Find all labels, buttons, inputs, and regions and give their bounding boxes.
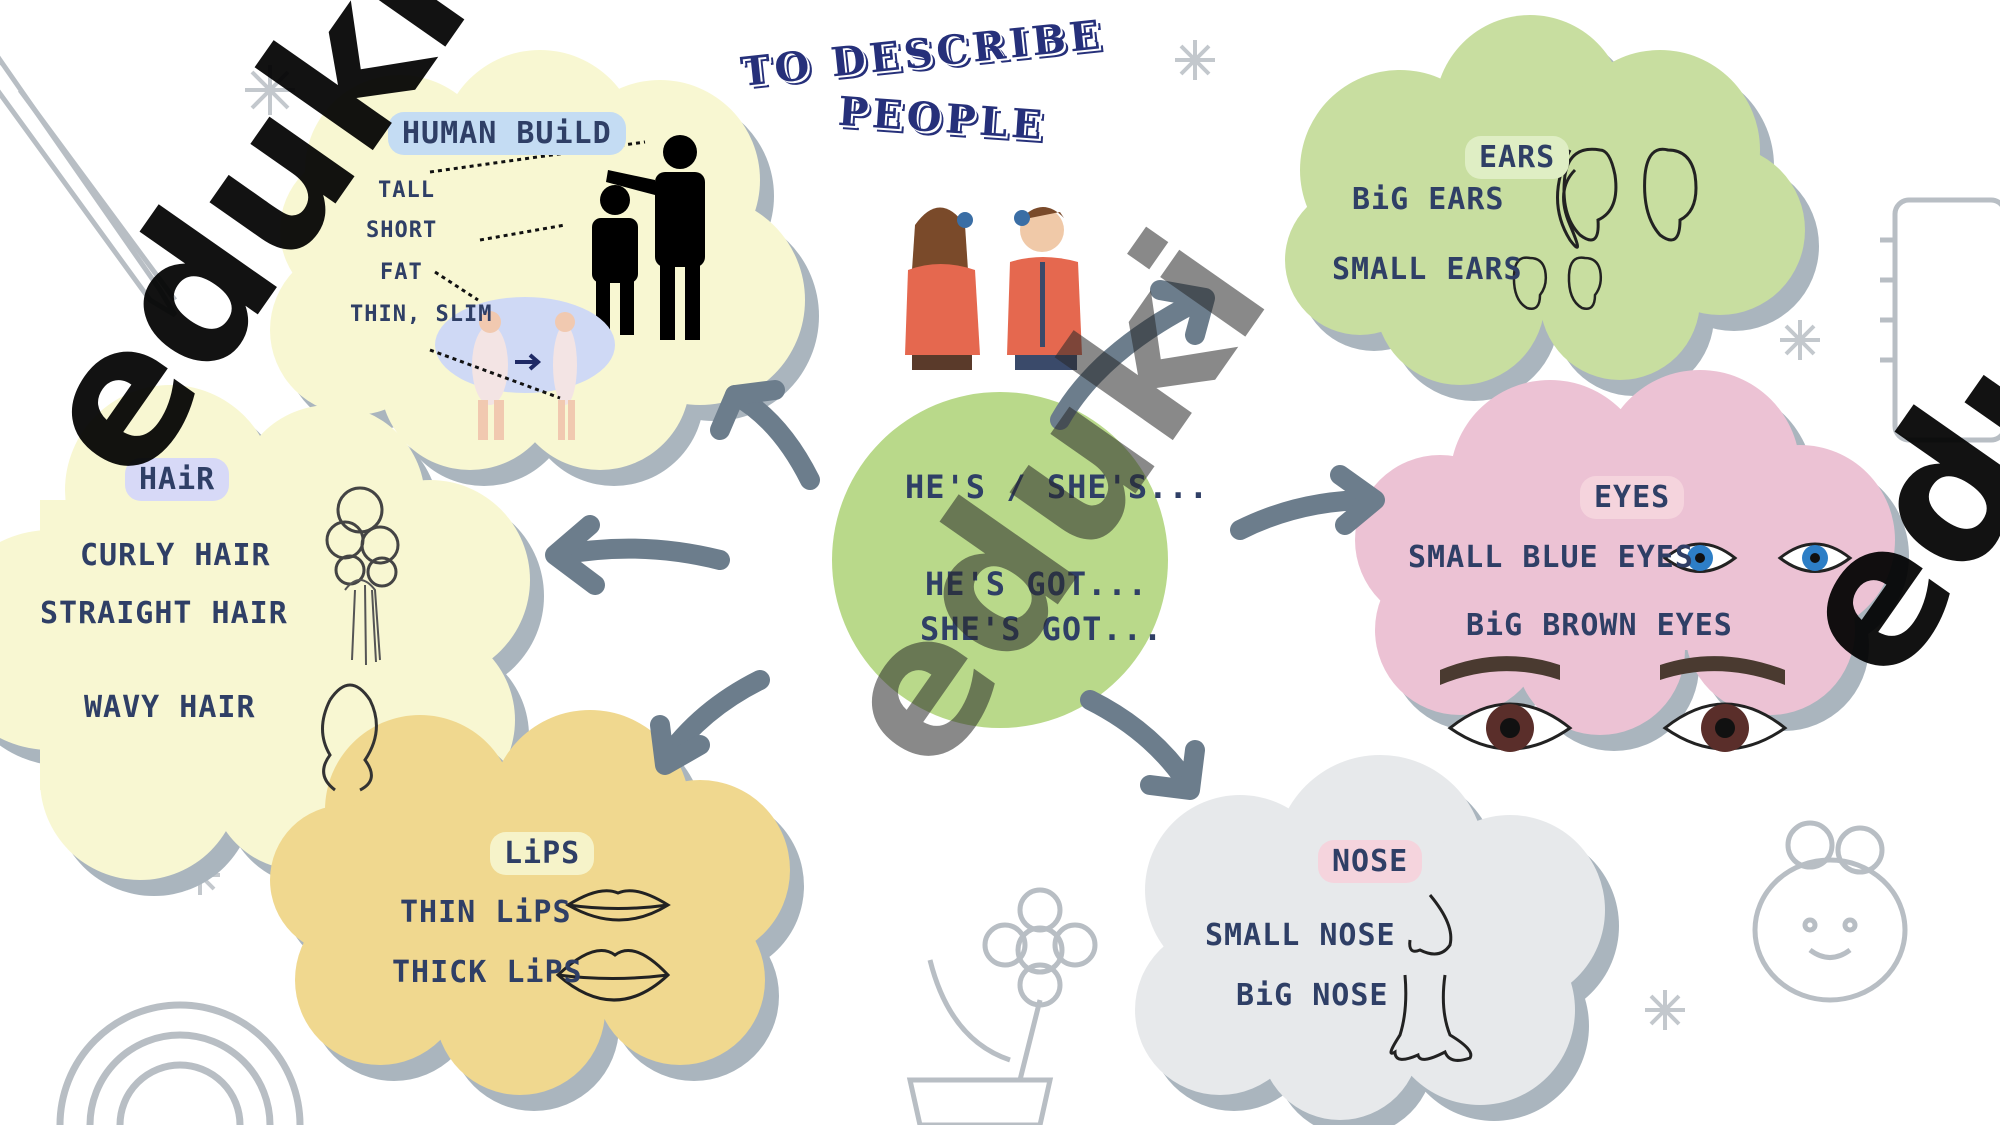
nose-heading: NOSE — [1318, 840, 1423, 883]
lips-item-thick: THICK LiPS — [392, 955, 583, 990]
nose-item-big: BiG NOSE — [1236, 978, 1389, 1013]
eyes-item-small-blue: SMALL BLUE EYES — [1408, 540, 1694, 575]
bee-doodle — [1752, 820, 1908, 1003]
lips-heading: LiPS — [490, 832, 595, 875]
center-phrase-2: HE'S GOT... — [925, 565, 1148, 603]
build-item-fat: FAT — [380, 260, 423, 285]
rainbow-doodle — [56, 1001, 304, 1125]
build-item-short: SHORT — [366, 218, 438, 243]
tall-short-figures-icon — [592, 135, 705, 340]
ears-item-small: SMALL EARS — [1332, 252, 1523, 287]
thin-fat-body-illustration — [435, 297, 615, 440]
build-item-tall: TALL — [378, 178, 435, 203]
big-nose-icon — [1389, 974, 1473, 1062]
ears-heading: EARS — [1465, 136, 1570, 179]
wavy-hair-icon — [321, 683, 378, 792]
hair-item-straight: STRAIGHT HAIR — [40, 596, 288, 631]
center-circle — [832, 392, 1168, 728]
connector-arrows — [545, 280, 1385, 800]
lips-cloud — [270, 710, 804, 1111]
small-ears-icon — [1512, 256, 1603, 310]
ears-cloud — [1285, 15, 1819, 401]
hair-item-curly: CURLY HAIR — [80, 538, 271, 573]
small-blue-eyes-icon — [1662, 542, 1853, 573]
straight-hair-icon — [344, 579, 381, 666]
pencil-doodle — [0, 55, 178, 318]
ears-item-big: BiG EARS — [1352, 182, 1505, 217]
center-phrase-1: HE'S / SHE'S... — [905, 468, 1209, 506]
big-brown-eyes-icon — [1440, 656, 1788, 752]
hair-item-wavy: WAVY HAIR — [84, 690, 256, 725]
eyes-item-big-brown: BiG BROWN EYES — [1466, 608, 1733, 643]
build-item-thin: THIN, SLIM — [350, 302, 493, 327]
thin-lips-icon — [565, 889, 671, 922]
flower-pot-doodle — [906, 887, 1098, 1125]
eyes-heading: EYES — [1580, 476, 1685, 519]
nose-item-small: SMALL NOSE — [1205, 918, 1396, 953]
thick-lips-icon — [555, 949, 671, 1002]
notebook-doodle — [1880, 197, 2000, 443]
thinking-people-illustration — [905, 206, 1082, 370]
human-build-heading: HUMAN BUiLD — [388, 112, 626, 155]
lips-item-thin: THIN LiPS — [400, 895, 572, 930]
hair-heading: HAiR — [125, 458, 230, 501]
center-phrase-3: SHE'S GOT... — [920, 610, 1164, 648]
small-nose-icon — [1408, 894, 1453, 956]
build-dotted-connectors — [429, 140, 646, 400]
